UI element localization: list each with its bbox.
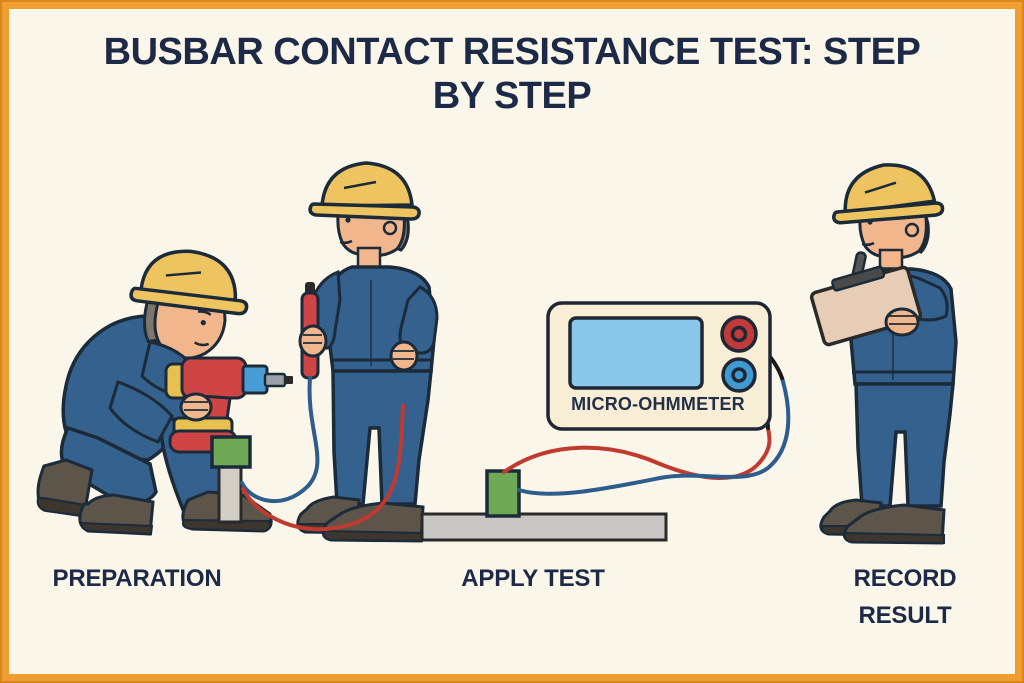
- worker-2-left-hand: [298, 324, 328, 358]
- worker-3-hard-hat: [843, 163, 937, 216]
- step-label-record-result: RECORD RESULT: [795, 560, 1015, 634]
- step-label-preparation: PREPARATION: [52, 565, 222, 592]
- meter-terminal-blue-center: [731, 367, 747, 383]
- worker-record-result-figure: [809, 163, 958, 545]
- worker-3-hat-group: [831, 163, 945, 225]
- drill-body: [180, 356, 248, 400]
- meter-blue-wire: [517, 376, 791, 496]
- worker-3-ear: [904, 222, 920, 238]
- worker-3-board-fingers: [889, 315, 916, 325]
- worker-1-hat-stripe: [165, 271, 202, 277]
- worker-1-eye: [200, 320, 206, 326]
- worker-1-hat-brim: [129, 286, 249, 316]
- worker-1-fingers: [184, 401, 208, 411]
- step-label-record-line-1: RECORD: [853, 565, 957, 592]
- title-line-2: BY STEP: [432, 75, 592, 117]
- worker-2-hat-brim: [308, 202, 421, 221]
- worker-apply-test-figure: [296, 161, 439, 543]
- worker-1-hand: [179, 392, 213, 422]
- blue-lead-cable: [240, 376, 320, 504]
- worker-1-boot-front-sole: [80, 521, 154, 536]
- busbar-bar: [420, 512, 668, 542]
- busbar-contact-block: [485, 469, 521, 518]
- worker-2-right-sleeve: [398, 285, 439, 355]
- worker-1-brow: [197, 310, 212, 316]
- power-drill: [164, 356, 293, 454]
- meter-terminal-red-center: [730, 325, 748, 343]
- title-line-1: BUSBAR CONTACT RESISTANCE TEST: STEP: [103, 31, 921, 73]
- red-lead-cable: [241, 404, 405, 532]
- drill-chuck: [241, 364, 269, 395]
- meter-screen: [568, 316, 704, 390]
- worker-3-pants: [854, 382, 955, 508]
- worker-3-hat-stripe: [864, 181, 897, 194]
- micro-ohmmeter-device: [546, 301, 772, 431]
- test-lead-cables: [240, 376, 405, 532]
- worker-2-mouth: [339, 239, 353, 245]
- worker-1-mouth: [194, 341, 210, 347]
- device-label: MICRO-OHMMETER: [571, 394, 745, 414]
- worker-2-right-hand: [389, 340, 419, 372]
- test-point-block: [210, 435, 252, 469]
- drill-bit: [263, 372, 287, 388]
- step-label-apply-test: APPLY TEST: [461, 565, 605, 592]
- step-label-record-line-2: RESULT: [858, 602, 952, 629]
- worker-preparation-figure: [36, 249, 293, 536]
- drill-bit-tip: [284, 376, 293, 384]
- worker-3-board-hand: [884, 307, 920, 337]
- busbar: [420, 469, 668, 542]
- worker-1-boot-rear-sole: [182, 518, 271, 533]
- page-title: BUSBAR CONTACT RESISTANCE TEST: STEP BY …: [0, 30, 1024, 118]
- worker-1-head: [129, 249, 249, 360]
- worker-2-boot-front-sole: [322, 529, 423, 543]
- worker-3-hat-brim: [831, 201, 945, 225]
- worker-2-eye: [345, 217, 351, 223]
- worker-2-right-fingers: [393, 350, 414, 360]
- worker-3-boot-front-sole: [843, 531, 945, 545]
- worker-2-pants: [331, 369, 433, 506]
- test-point-post: [217, 464, 243, 524]
- preparation-test-point: [210, 435, 252, 524]
- worker-2-ear: [382, 220, 398, 236]
- meter-red-wire: [502, 426, 772, 481]
- worker-2-left-fingers: [303, 334, 322, 344]
- worker-2-hat-stripe: [343, 180, 377, 190]
- clipboard-clip: [831, 265, 886, 292]
- worker-1-lower-arm: [108, 380, 174, 444]
- worker-3-mouth: [861, 241, 875, 247]
